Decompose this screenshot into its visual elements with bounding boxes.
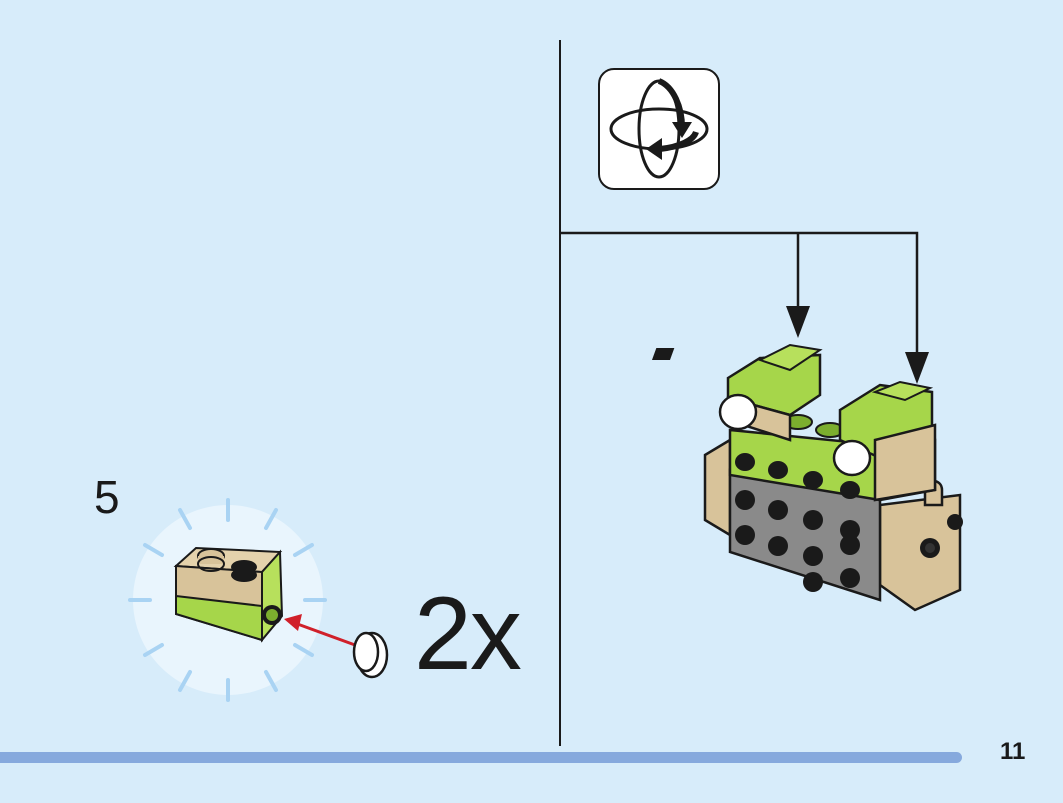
insert-arrow-icon [284, 614, 356, 647]
assembled-model [651, 343, 963, 612]
step-number: 5 [94, 471, 120, 523]
quantity-label: 2x [414, 576, 522, 692]
white-round-tile [352, 631, 389, 679]
rotate-model-icon [598, 68, 720, 190]
down-arrow-icon [560, 231, 929, 384]
step-divider [559, 40, 561, 746]
page-number: 11 [1000, 738, 1026, 765]
brick-with-side-stud [173, 546, 284, 643]
progress-bar [0, 752, 962, 763]
